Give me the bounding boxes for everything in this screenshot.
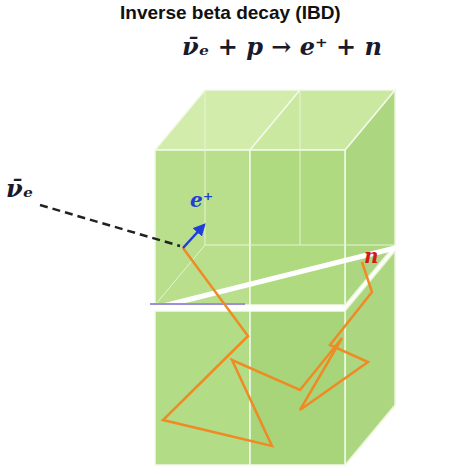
gap-line [245,306,345,311]
positron-arrow [183,225,204,248]
gap-line [155,306,245,311]
cube-top-faces [155,90,395,150]
positron-label: e⁺ [190,188,213,212]
antineutrino-label: ν̄ₑ [6,174,33,203]
gap-edge [150,303,245,305]
antineutrino-track [40,205,180,246]
neutron-path [163,248,372,446]
cube-side-faces [345,90,395,465]
reaction-equation: ν̄ₑ + p → e⁺ + n [182,32,382,61]
title: Inverse beta decay (IBD) [120,2,341,24]
neutron-label: n [364,244,379,268]
cube-front-faces [155,90,395,465]
